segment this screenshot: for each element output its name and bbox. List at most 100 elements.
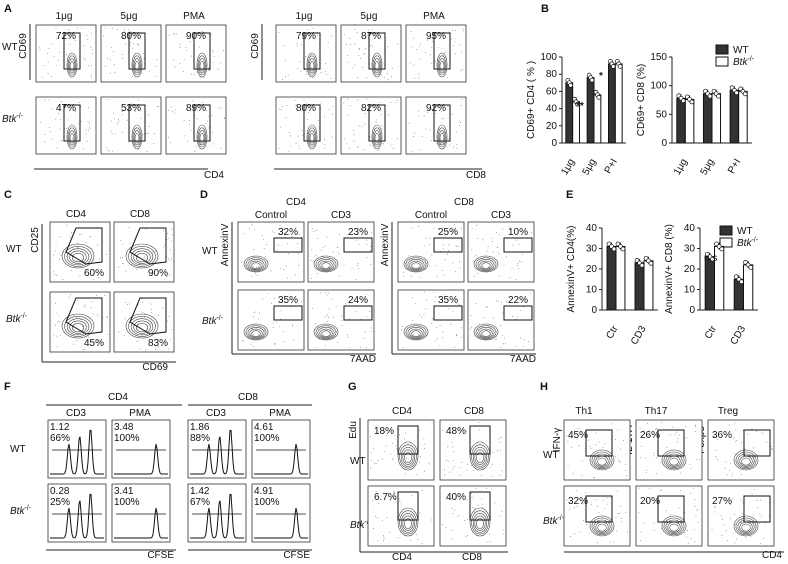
histogram-curve [50, 429, 104, 475]
y-axis-label: AnnexinV [220, 223, 231, 266]
y-tick-label: 30 [684, 244, 696, 255]
panel-letter-C: C [4, 189, 12, 201]
row-label-wt: WT [350, 456, 366, 467]
gate [433, 237, 463, 253]
bar [738, 90, 748, 144]
x-axis-label: 7AAD [510, 354, 536, 365]
gate [433, 104, 451, 142]
y-tick-label: 150 [650, 52, 667, 63]
x-tick-label: P+I [603, 157, 620, 176]
y-axis-label: Edu [348, 421, 359, 439]
gate-percentage: 32% [278, 227, 298, 238]
facs-plot: 25% [397, 221, 465, 283]
gate [273, 237, 303, 253]
facs-plot: 22% [467, 289, 535, 351]
legend-swatch [719, 225, 733, 236]
gate-percentage: 100% [114, 497, 140, 508]
facs-plot: 23% [307, 221, 375, 283]
row-label-btk: Btk-/- [202, 315, 224, 327]
y-axis-label: CD69+ CD8 (%) [636, 64, 647, 137]
x-tick-label: 5μg [699, 157, 717, 177]
row-label-wt: WT [543, 450, 559, 461]
facs-plot: 45% [563, 419, 631, 481]
row-label-wt: WT [202, 246, 218, 257]
bar [711, 93, 722, 144]
facs-plot: 80% [100, 24, 162, 83]
col-header-1μg: 1μg [56, 11, 73, 22]
facs-plot: 24% [307, 289, 375, 351]
legend-label: Btk-/- [737, 237, 759, 249]
col-header-CD4: CD4 [392, 406, 412, 417]
gate [469, 425, 491, 455]
gate [63, 32, 81, 70]
gate-percentage: 66% [50, 433, 70, 444]
legend-swatch [715, 56, 729, 67]
x-tick-label: 1μg [672, 157, 690, 177]
gate [585, 429, 613, 457]
legend-swatch [715, 44, 729, 55]
y-tick-label: 100 [540, 52, 557, 63]
data-point [680, 98, 686, 104]
y-tick-label: 40 [546, 104, 558, 115]
data-point [719, 246, 725, 252]
row-label-wt: WT [2, 42, 18, 53]
col-header-1μg: 1μg [296, 11, 313, 22]
y-tick-label: 80 [546, 69, 558, 80]
gate-percentage: 20% [640, 496, 660, 507]
bar [702, 93, 713, 144]
x-axis-label: CD8 [462, 552, 482, 563]
facs-plot: 40% [439, 485, 507, 547]
gate [503, 305, 533, 321]
x-tick-label: 5μg [581, 157, 599, 177]
gate [368, 104, 386, 142]
col-header-5μg: 5μg [361, 11, 378, 22]
facs-plot: 83% [113, 291, 175, 353]
data-point [596, 94, 602, 100]
significance-mark: * [599, 71, 603, 82]
gate-percentage: 22% [508, 295, 528, 306]
col-header-CD4: CD4 [66, 209, 86, 220]
facs-plot: 36% [707, 419, 775, 481]
facs-plot: 90% [113, 221, 175, 283]
facs-plot: 87% [340, 24, 402, 83]
gate [397, 491, 419, 521]
gate-percentage: 87% [361, 31, 381, 42]
data-point [568, 82, 574, 88]
facs-plot: 82% [340, 96, 402, 155]
gate-percentage: 36% [712, 430, 732, 441]
gate [469, 491, 491, 521]
group-header-CD4: CD4 [108, 392, 128, 403]
bar [684, 98, 695, 144]
y-tick-label: 40 [586, 223, 598, 234]
y-tick-label: 40 [684, 223, 696, 234]
x-tick-label: Ctr [703, 323, 720, 341]
x-tick-label: P+I [726, 157, 743, 176]
x-tick-label: 1μg [559, 157, 577, 177]
y-tick-label: 100 [650, 81, 667, 92]
col-header-Th1: Th1 [575, 406, 593, 417]
x-axis-label: CD4 [204, 170, 224, 181]
division-index: 1.42 [190, 486, 210, 497]
significance-mark: ** [576, 101, 584, 112]
group-header-CD4: CD4 [286, 197, 306, 208]
y-tick-label: 20 [546, 121, 558, 132]
facs-plot: 92% [405, 96, 467, 155]
x-axis-label: CFSE [283, 550, 310, 561]
col-header: CD3 [206, 408, 226, 419]
col-header-CD8: CD8 [464, 406, 484, 417]
y-axis-label: CD69 [18, 33, 29, 59]
gate-percentage: 18% [374, 426, 394, 437]
y-axis-label: CD69+ CD4 ( % ) [526, 61, 537, 139]
gate-percentage: 25% [50, 497, 70, 508]
bar [643, 260, 654, 311]
gate [657, 429, 685, 457]
data-point [589, 77, 595, 83]
data-point [748, 265, 754, 270]
gate [303, 32, 321, 70]
col-header-CD3: CD3 [331, 210, 351, 221]
facs-plot: 10% [467, 221, 535, 283]
